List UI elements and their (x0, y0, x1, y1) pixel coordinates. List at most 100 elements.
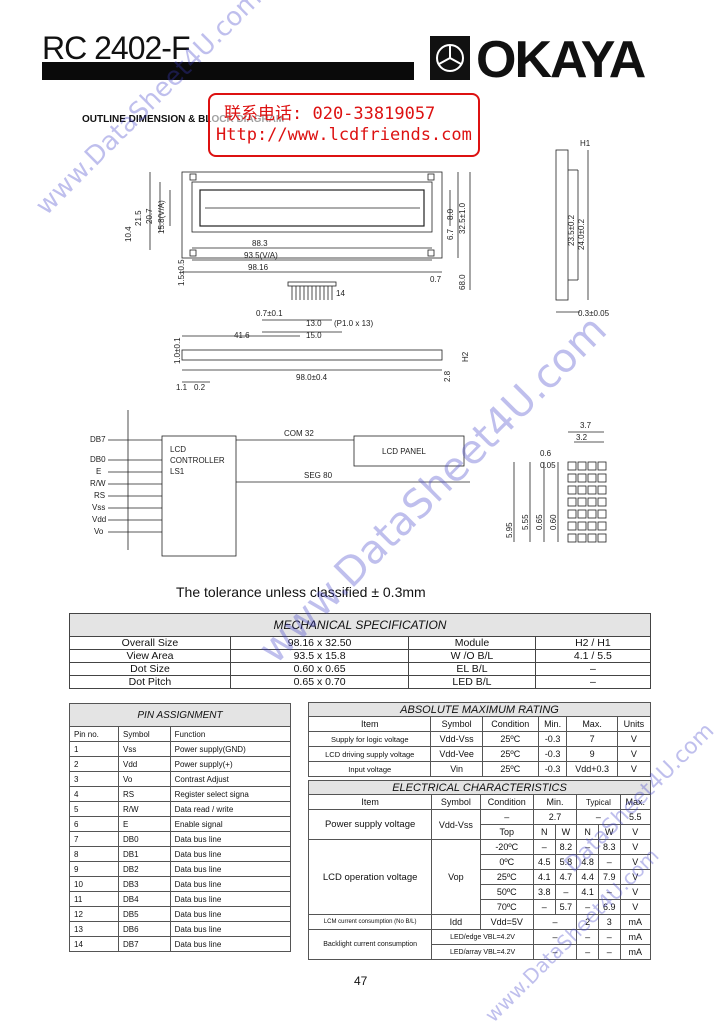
header-cell: Condition (481, 716, 539, 732)
header-bar (42, 62, 414, 80)
cell: Overall Size (69, 636, 231, 650)
header-cell: Min. (537, 716, 568, 732)
cell: 25ºC (479, 869, 534, 885)
cell: Power supply voltage (307, 809, 433, 840)
cell: – (532, 899, 556, 915)
cell: – (479, 809, 534, 825)
dim-13-0: 13.0 (306, 319, 322, 328)
brand-logo: OKAYA (476, 31, 646, 89)
cell: 9 (68, 861, 120, 877)
signal-e: E (96, 467, 101, 476)
cell: Vdd-Vss (431, 809, 481, 840)
dim-10-4: 10.4 (124, 226, 133, 242)
cell: Vdd (118, 756, 171, 772)
dim-0-3: 0.3±0.05 (578, 309, 610, 318)
cell: – (597, 929, 621, 945)
cell: DB6 (118, 921, 171, 937)
cell: DB2 (118, 861, 171, 877)
cell: Vo (118, 771, 171, 787)
dim-15-8: 15.8(V/A) (157, 200, 166, 234)
cell: Data bus line (169, 846, 292, 862)
cell: DB0 (118, 831, 171, 847)
header-cell: Item (307, 716, 432, 732)
dim-23-5: 23.5±0.2 (567, 214, 576, 246)
side-view (181, 349, 443, 361)
cell: Data bus line (169, 891, 292, 907)
dim-1-0: 1.0±0.1 (173, 337, 182, 364)
cell: 25ºC (481, 761, 539, 777)
outline-drawing: 88.3 93.5(V/A) 98.16 0.7 10.4 21.5 20.7 … (90, 139, 610, 557)
dim-0-6: 0.6 (540, 449, 552, 458)
cell: Register select signa (169, 786, 292, 802)
cell: LED B/L (408, 675, 536, 689)
cell: – (576, 944, 599, 960)
cell: 0.60 x 0.65 (229, 662, 410, 676)
cell: View Area (69, 649, 231, 663)
cell: Backlight current consumption (307, 929, 433, 960)
dim-H1: H1 (580, 139, 591, 148)
cell: 0ºC (479, 854, 534, 870)
pin-title: PIN ASSIGNMENT (69, 703, 291, 727)
cell: Input voltage (307, 761, 432, 777)
cell: Vdd-Vee (430, 746, 483, 762)
header-cell: Condition (479, 794, 534, 810)
cell: V (616, 731, 652, 747)
dim-2-8: 2.8 (443, 370, 452, 382)
dim-3-2: 3.2 (576, 433, 588, 442)
table-row: Power supply voltage Vdd-Vss – 2.7 – 5.5 (307, 809, 652, 840)
cell: – (534, 675, 652, 689)
cell: mA (619, 914, 652, 930)
cell: DB4 (118, 891, 171, 907)
cell: 50ºC (479, 884, 534, 900)
mech-title: MECHANICAL SPECIFICATION (69, 613, 651, 637)
cell: 93.5 x 15.8 (229, 649, 410, 663)
signal-rs: RS (94, 491, 105, 500)
cell: Dot Pitch (69, 675, 231, 689)
signal-rw: R/W (90, 479, 106, 488)
pin-header (287, 281, 337, 300)
cell: H2 / H1 (534, 636, 652, 650)
module-outline (181, 171, 443, 259)
cell: LCM current consumption (No B/L) (307, 914, 433, 930)
cell: 5 (68, 801, 120, 817)
dim-1-1: 1.1 (176, 383, 188, 392)
page-number: 47 (354, 974, 368, 988)
dim-21-5: 21.5 (134, 210, 143, 226)
cell: V (616, 746, 652, 762)
stamp-url[interactable]: Http://www.lcdfriends.com (216, 125, 472, 145)
com-label: COM 32 (284, 429, 314, 438)
cell: 14 (68, 936, 120, 952)
cell: EL B/L (408, 662, 536, 676)
table-row: LED/array VBL=4.2V – – – mA (309, 944, 652, 960)
outline-heading: OUTLINE DIMENSION & BLOCK DIAGRAM (82, 114, 285, 125)
cell: LED/edge VBL=4.2V (431, 929, 534, 945)
lcd-panel-box (353, 435, 465, 467)
cell: Vop (431, 839, 481, 915)
cell: – (554, 884, 578, 900)
cell: Idd (431, 914, 481, 930)
dim-14: 14 (336, 289, 345, 298)
dot-matrix-detail (513, 431, 607, 543)
cell: Vdd-Vss (430, 731, 483, 747)
cell: 3 (68, 771, 120, 787)
cell: 11 (68, 891, 120, 907)
dim-5-55: 5.55 (521, 514, 530, 530)
controller-box (161, 435, 237, 557)
view-area (199, 189, 425, 227)
cell: V (616, 761, 652, 777)
